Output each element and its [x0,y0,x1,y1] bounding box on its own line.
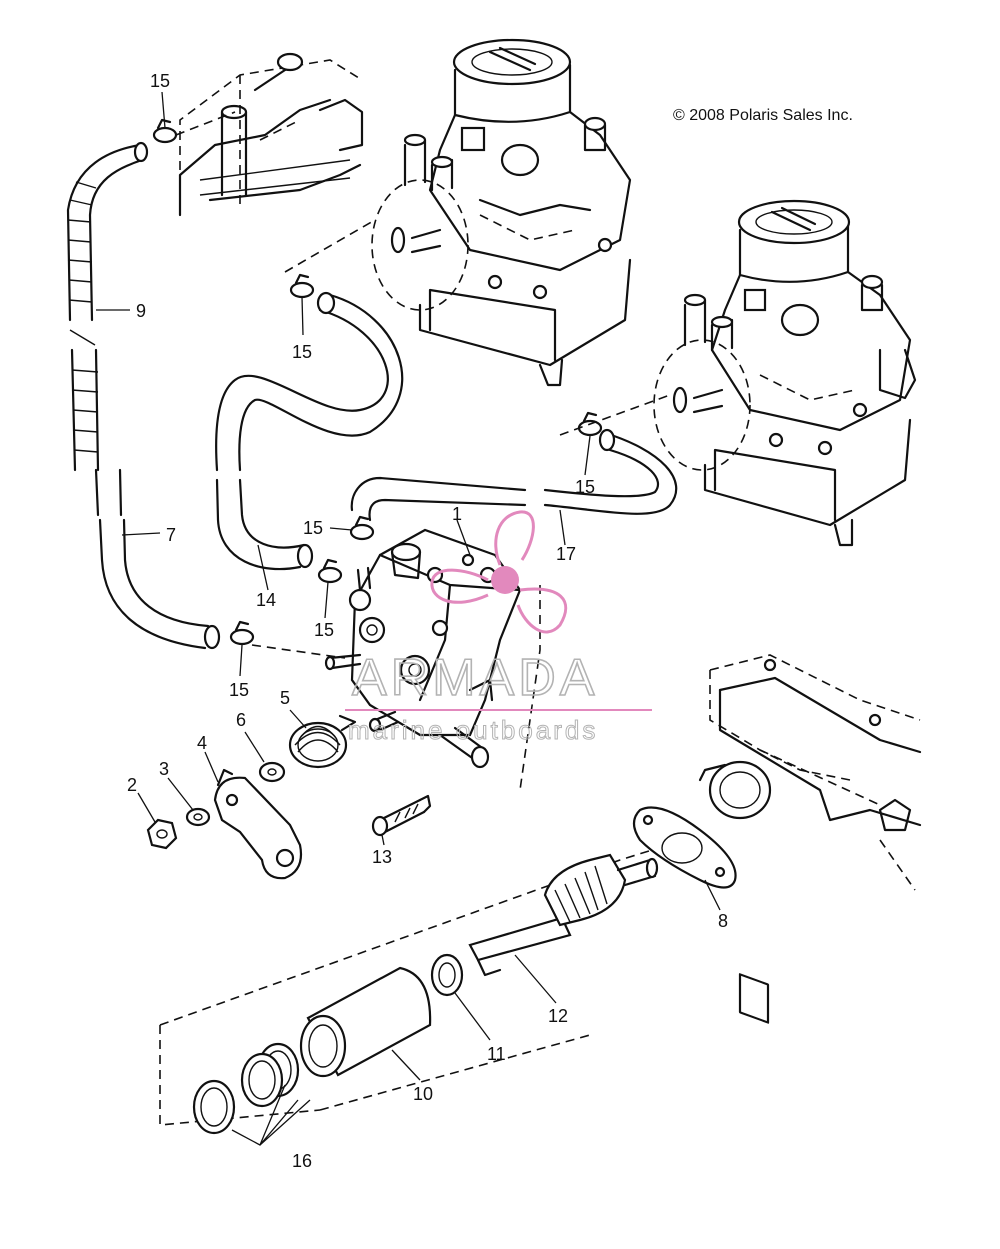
callout-14: 14 [256,590,276,610]
callout-11: 11 [487,1044,506,1064]
bushing-10 [299,966,432,1078]
callout-13: 13 [372,847,392,867]
callout-8: 8 [718,911,728,931]
callout-4: 4 [197,733,207,753]
engine-block-top [178,52,364,217]
drive-shaft-12 [468,853,659,977]
callout-6: 6 [236,710,246,730]
screw-13 [371,794,432,837]
engine-block-bottom [698,654,922,1024]
callout-15-lower: 15 [229,680,249,700]
callout-15-pump-mid: 15 [314,620,334,640]
spring-5 [288,714,357,769]
callout-15-upper: 15 [292,342,312,362]
hose-9 [66,141,149,517]
clamp-15-pump-mid [317,558,343,584]
clamp-15-lower [229,620,255,646]
copyright-text: © 2008 Polaris Sales Inc. [673,107,853,124]
seals-16 [192,1042,300,1135]
lever-4 [213,768,303,880]
callout-7: 7 [166,525,176,545]
clamp-15-pump-top [349,515,375,541]
carburetor-2 [653,199,917,547]
leader-lines [96,91,721,1146]
callout-labels: 15 9 15 15 15 1 7 17 14 15 15 5 6 4 3 2 … [127,71,728,1171]
callout-15-right: 15 [575,477,595,497]
washer-11 [430,953,464,997]
watermark-tagline: marine outboards [348,715,598,745]
nut-2 [146,818,178,850]
callout-3: 3 [159,759,169,779]
callout-9: 9 [136,301,146,321]
carburetor-1 [371,38,632,387]
watermark-brand: ARMADA [352,649,598,707]
hose-17 [350,428,678,522]
callout-15-top: 15 [150,71,170,91]
callout-12: 12 [548,1006,568,1026]
hose-14 [215,291,404,571]
callout-15-pump-top: 15 [303,518,323,538]
callout-1: 1 [452,504,462,524]
clamp-15-upper [289,273,315,299]
oil-pump [324,528,522,769]
washer-6 [258,761,286,783]
gasket-8 [632,806,737,889]
hose-7 [98,518,221,650]
callout-10: 10 [413,1084,433,1104]
callout-5: 5 [280,688,290,708]
callout-16: 16 [292,1151,312,1171]
callout-2: 2 [127,775,137,795]
washer-3 [185,807,211,827]
callout-17: 17 [556,544,576,564]
armada-logo [430,510,568,634]
